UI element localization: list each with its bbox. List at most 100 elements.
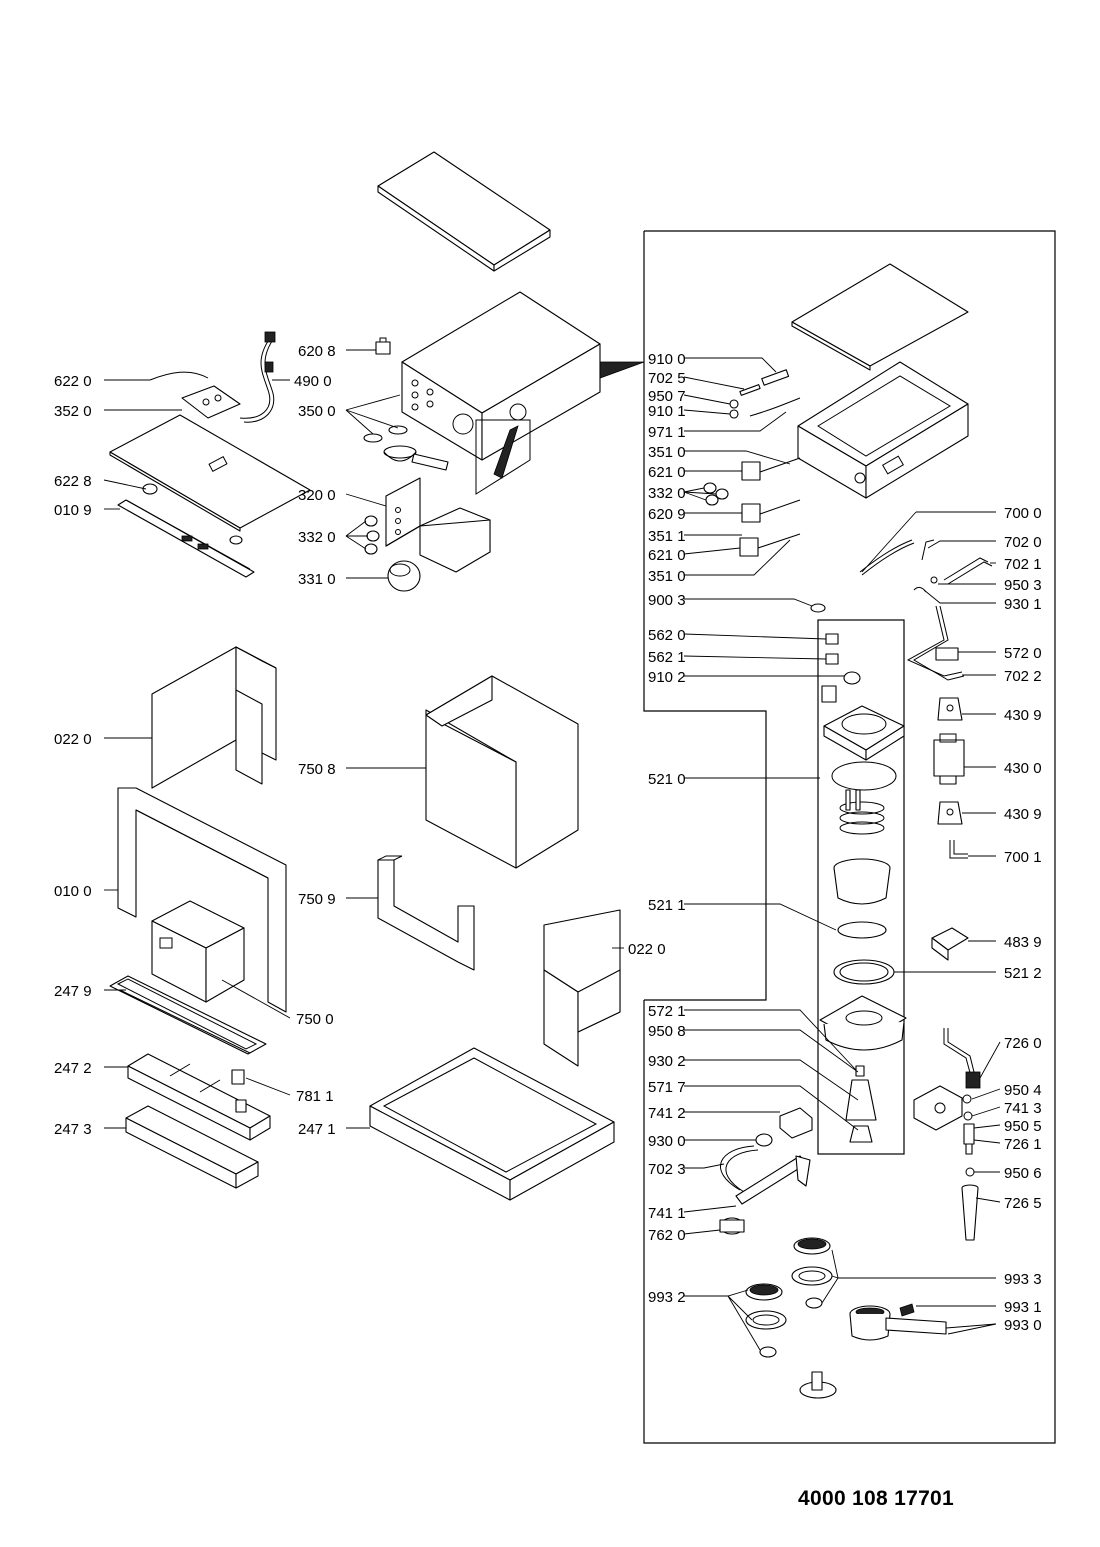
filter-holder-part [363, 425, 449, 471]
callout-5721: 572 1 [648, 1003, 686, 1020]
housing-box-part [797, 361, 969, 499]
callout-9505: 950 5 [1004, 1118, 1042, 1135]
callout-6210b: 621 0 [648, 547, 686, 564]
callout-2479: 247 9 [54, 983, 92, 1000]
callout-7023: 702 3 [648, 1161, 686, 1178]
pump-part [933, 733, 965, 785]
base-plate-part [109, 414, 311, 532]
sensor-part [729, 369, 801, 419]
callout-9100: 910 0 [648, 351, 686, 368]
large-knob-part [387, 560, 421, 592]
top-cover-part [377, 151, 551, 272]
callout-3520: 352 0 [54, 403, 92, 420]
callout-7411: 741 1 [648, 1205, 686, 1222]
callout-7021: 702 1 [1004, 556, 1042, 573]
callout-9300: 930 0 [648, 1133, 686, 1150]
callout-3320b: 332 0 [648, 485, 686, 502]
drip-grid-part [109, 975, 267, 1055]
callout-4309b: 430 9 [1004, 806, 1042, 823]
valve-body-part [913, 1085, 963, 1131]
callout-7413: 741 3 [1004, 1100, 1042, 1117]
front-frame-part [117, 787, 287, 1013]
portafilter-part [849, 1303, 947, 1341]
callout-5621: 562 1 [648, 649, 686, 666]
callout-6228: 622 8 [54, 473, 92, 490]
steam-wand-part [943, 1028, 981, 1089]
callout-9301: 930 1 [1004, 596, 1042, 613]
callout-4309a: 430 9 [1004, 707, 1042, 724]
callout-7025: 702 5 [648, 370, 686, 387]
callout-7412: 741 2 [648, 1105, 686, 1122]
callout-7811: 781 1 [296, 1088, 334, 1105]
callout-9302: 930 2 [648, 1053, 686, 1070]
callout-7022: 702 2 [1004, 668, 1042, 685]
callout-9711: 971 1 [648, 424, 686, 441]
brew-group-frame [817, 619, 905, 1155]
callout-2473: 247 3 [54, 1121, 92, 1138]
base-tray-part [369, 1047, 615, 1201]
callout-3500: 350 0 [298, 403, 336, 420]
callout-9931: 993 1 [1004, 1299, 1042, 1316]
callout-9508: 950 8 [648, 1023, 686, 1040]
callout-0220a: 022 0 [54, 731, 92, 748]
o-ring-part [965, 1167, 975, 1177]
side-panel-part [151, 646, 277, 789]
tube-part [947, 561, 993, 585]
leader-lines [103, 349, 1001, 1351]
document-number: 4000 108 17701 [798, 1487, 955, 1510]
callout-3510a: 351 0 [648, 444, 686, 461]
foot-part [142, 483, 158, 495]
callout-labels: 622 0 352 0 620 8 490 0 350 0 622 8 010 … [54, 343, 1042, 1334]
callout-9503: 950 3 [1004, 577, 1042, 594]
callout-3310: 331 0 [298, 571, 336, 588]
callout-6208: 620 8 [298, 343, 336, 360]
relay-part [931, 927, 969, 961]
callout-3511: 351 1 [648, 528, 686, 545]
callout-5211: 521 1 [648, 897, 686, 914]
callout-6209: 620 9 [648, 506, 686, 523]
tray-part [125, 1105, 259, 1189]
brew-group-part [819, 633, 907, 1143]
tube-part [943, 557, 989, 581]
knob-part [703, 482, 729, 506]
valve-part [231, 1069, 247, 1113]
callout-4300: 430 0 [1004, 760, 1042, 777]
tube-part [921, 539, 935, 561]
callout-5620: 562 0 [648, 627, 686, 644]
detail-arrow [599, 361, 645, 379]
callout-9930: 993 0 [1004, 1317, 1042, 1334]
callout-7001: 700 1 [1004, 849, 1042, 866]
knob-part [364, 515, 380, 555]
callout-3320a: 332 0 [298, 529, 336, 546]
callout-9101: 910 1 [648, 403, 686, 420]
callout-4900: 490 0 [294, 373, 332, 390]
callout-7265: 726 5 [1004, 1195, 1042, 1212]
callout-5717: 571 7 [648, 1079, 686, 1096]
solenoid-valve-part [739, 457, 801, 557]
callout-9504: 950 4 [1004, 1082, 1042, 1099]
bracket-part [937, 697, 963, 721]
side-panel-part [543, 909, 621, 1067]
callout-3510b: 351 0 [648, 568, 686, 585]
callout-9507: 950 7 [648, 388, 686, 405]
callout-3200: 320 0 [298, 487, 336, 504]
cable-part [149, 371, 209, 381]
callout-9932: 993 2 [648, 1289, 686, 1306]
callout-6220: 622 0 [54, 373, 92, 390]
callout-7508: 750 8 [298, 761, 336, 778]
callout-2472: 247 2 [54, 1060, 92, 1077]
steam-tip-part [961, 1184, 979, 1241]
callout-2471: 247 1 [298, 1121, 336, 1138]
callout-5720: 572 0 [1004, 645, 1042, 662]
rail-part [117, 499, 255, 578]
callout-6210a: 621 0 [648, 464, 686, 481]
u-profile-part [377, 855, 475, 971]
callout-5212: 521 2 [1004, 965, 1042, 982]
valve-assembly-part [906, 605, 965, 681]
hose-part [861, 542, 915, 576]
bracket-part [937, 801, 963, 825]
callout-5210: 521 0 [648, 771, 686, 788]
callout-7000: 700 0 [1004, 505, 1042, 522]
power-cord-part [239, 331, 276, 423]
